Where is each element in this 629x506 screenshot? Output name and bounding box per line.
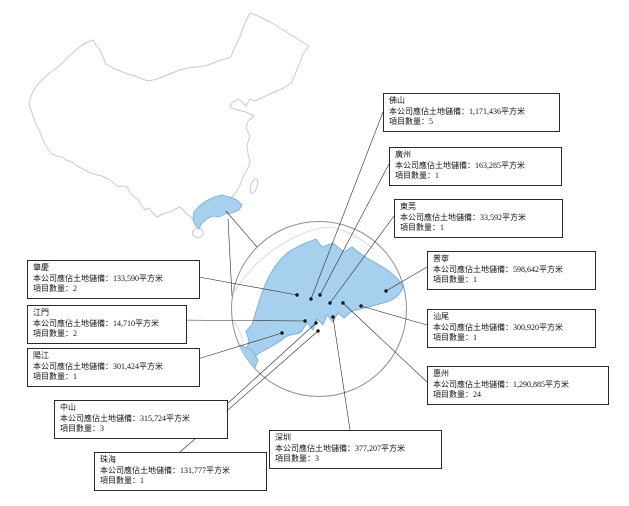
leader-line-guangzhou [319, 163, 390, 296]
city-marker-zhaoqing [295, 293, 299, 297]
city-name: 汕尾 [433, 312, 449, 321]
city-name: 惠州 [433, 369, 449, 378]
leader-line-zhaoqing [187, 274, 298, 296]
callout-dongguan: 東莞 本公司應佔土地儲備：33,592平方米 項目數量：1 [394, 199, 563, 238]
land-reserve-text: 本公司應佔土地儲備：1,171,436平方米 [389, 106, 525, 116]
guangdong-province-highlight [192, 194, 243, 230]
city-marker-guangzhou [318, 293, 322, 297]
city-name: 東莞 [400, 202, 416, 211]
city-markers [280, 289, 388, 335]
callout-jiangmen: 江門 本公司應佔土地儲備：14,710平方米 項目數量：2 [27, 305, 187, 344]
leader-line-jiangmen [174, 319, 306, 322]
city-marker-dongguan [328, 301, 332, 305]
city-name: 廣州 [395, 150, 411, 159]
city-name: 中山 [60, 403, 76, 412]
land-reserve-text: 本公司應佔土地儲備：131,777平方米 [100, 465, 230, 475]
city-marker-shenzhen [331, 315, 335, 319]
project-count-text: 項目數量：3 [275, 454, 319, 463]
city-marker-zhuhai [316, 329, 320, 333]
city-name: 陽江 [33, 351, 49, 360]
leader-line-foshan [310, 111, 384, 300]
leader-line-dongguan [329, 215, 395, 304]
city-name: 江門 [33, 308, 49, 317]
project-count-text: 項目數量：1 [433, 275, 477, 284]
city-marker-zhongshan [314, 321, 318, 325]
project-count-text: 項目數量：1 [100, 476, 144, 485]
neighboring-region-outline [231, 226, 375, 296]
project-count-text: 項目數量：1 [400, 223, 444, 232]
callout-foshan: 佛山 本公司應佔土地儲備：1,171,436平方米 項目數量：5 [383, 93, 560, 132]
land-reserve-text: 本公司應佔土地儲備：377,207平方米 [275, 443, 405, 453]
taiwan-island [249, 178, 259, 194]
callout-huizhou: 惠州 本公司應佔土地儲備：1,290,885平方米 項目數量：24 [427, 366, 609, 405]
magnifier-connector-line [225, 210, 258, 248]
land-reserve-text: 本公司應佔土地儲備：301,424平方米 [33, 361, 163, 371]
project-count-text: 項目數量：3 [60, 424, 104, 433]
city-name: 深圳 [275, 433, 291, 442]
city-marker-huizhou [341, 301, 345, 305]
project-count-text: 項目數量：1 [433, 333, 477, 342]
leader-line-zhongshan [215, 322, 317, 415]
leader-line-shenzhen [332, 316, 351, 431]
city-name: 肇慶 [33, 263, 49, 272]
leader-line-yangjiang [187, 332, 283, 363]
guangdong-zoomed-shape [245, 238, 404, 361]
land-reserve-text: 本公司應佔土地儲備：163,285平方米 [395, 160, 525, 170]
leader-lines [174, 111, 428, 453]
land-reserve-text: 本公司應佔土地儲備：300,920平方米 [433, 322, 563, 332]
land-reserve-text: 本公司應佔土地儲備：1,290,885平方米 [433, 379, 569, 389]
callout-yangjiang: 陽江 本公司應佔土地儲備：301,424平方米 項目數量：1 [27, 348, 200, 387]
city-name: 珠海 [100, 455, 116, 464]
land-reserve-text: 本公司應佔土地儲備：33,592平方米 [400, 212, 526, 222]
project-count-text: 項目數量：1 [33, 372, 77, 381]
land-reserve-text: 本公司應佔土地儲備：14,710平方米 [33, 318, 159, 328]
callout-zhaoqing: 肇慶 本公司應佔土地儲備：133,590平方米 項目數量：2 [27, 260, 200, 299]
project-count-text: 項目數量：5 [389, 117, 433, 126]
callout-zhuhai: 珠海 本公司應佔土地儲備：131,777平方米 項目數量：1 [94, 452, 267, 491]
callout-guangzhou: 廣州 本公司應佔土地儲備：163,285平方米 項目數量：1 [389, 147, 562, 186]
project-count-text: 項目數量：2 [33, 329, 77, 338]
city-marker-shanwei [359, 304, 363, 308]
callout-shanwei: 汕尾 本公司應佔土地儲備：300,920平方米 項目數量：1 [427, 309, 596, 348]
city-name: 佛山 [389, 96, 405, 105]
city-marker-puning [384, 289, 388, 293]
callout-zhongshan: 中山 本公司應佔土地儲備：315,724平方米 項目數量：3 [54, 400, 228, 439]
leader-line-puning [385, 266, 428, 292]
city-marker-foshan [309, 297, 313, 301]
hainan-island [192, 228, 204, 238]
land-reserve-text: 本公司應佔土地儲備：133,590平方米 [33, 273, 163, 283]
magnifier-connector-line [227, 218, 233, 297]
project-count-text: 項目數量：2 [33, 284, 77, 293]
project-count-text: 項目數量：1 [395, 171, 439, 180]
city-name: 普寧 [433, 254, 449, 263]
leader-line-shanwei [360, 305, 428, 326]
land-reserve-text: 本公司應佔土地儲備：315,724平方米 [60, 413, 190, 423]
leader-line-huizhou [342, 302, 428, 383]
city-marker-yangjiang [280, 331, 284, 335]
project-count-text: 項目數量：24 [433, 390, 481, 399]
callout-puning: 普寧 本公司應佔土地儲備：598,642平方米 項目數量：1 [427, 251, 596, 290]
callout-shenzhen: 深圳 本公司應佔土地儲備：377,207平方米 項目數量：3 [269, 430, 442, 469]
china-map-outline [28, 12, 310, 227]
land-reserve-text: 本公司應佔土地儲備：598,642平方米 [433, 264, 563, 274]
city-marker-jiangmen [303, 319, 307, 323]
